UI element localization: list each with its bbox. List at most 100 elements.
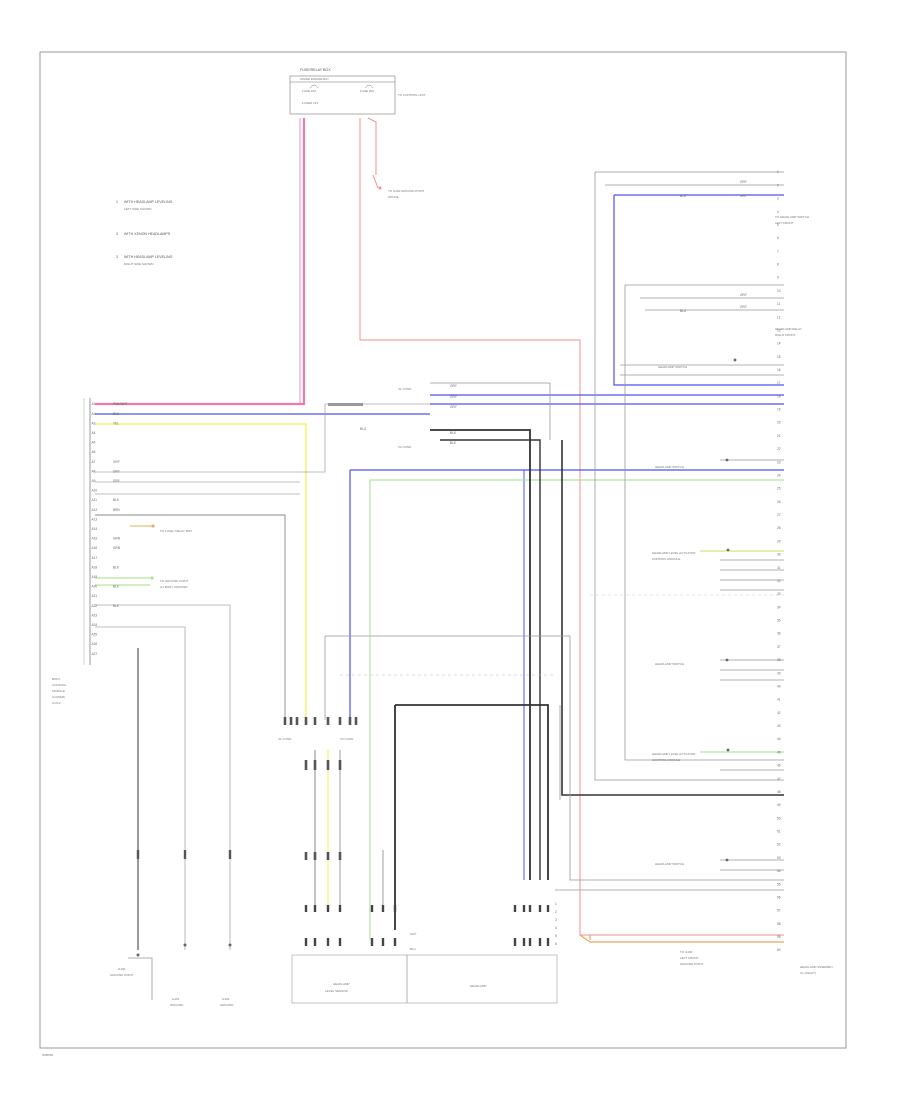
fuse-callout-dot — [151, 524, 155, 528]
right-top-connector-2: HEADLAMP RELAY RIGHT FRONT GRY BLU GRY — [680, 293, 802, 337]
right-pin-label: 32 — [777, 579, 781, 583]
right-callout-5: HEADLAMP LEVEL ACTUATOR — [652, 752, 696, 756]
bottom-module-1-label: HEADLAMP — [333, 982, 350, 986]
module-pin — [338, 938, 342, 946]
module-pin — [528, 905, 532, 912]
module-pin — [513, 905, 517, 912]
wires — [95, 117, 784, 950]
module-pin — [304, 938, 308, 946]
module-pin — [304, 905, 308, 912]
left-pin-label: A10 — [92, 489, 98, 493]
right-pin-label: 16 — [777, 368, 781, 372]
right-pin-label: 39 — [777, 671, 781, 675]
right-callout-3-sub: CONTROL MODULE — [652, 557, 680, 561]
left-pin-wire: BLK — [113, 604, 120, 608]
left-pin-label: A9 — [92, 479, 96, 483]
left-pin-label: A11 — [92, 498, 98, 502]
ground-3-label: G102 — [222, 997, 230, 1001]
right-top-1-wire-2: BLU — [680, 194, 687, 198]
right-top-1-sub: LEFT FRONT — [775, 221, 794, 225]
module-pin — [393, 938, 397, 946]
left-pin-label: A16 — [92, 546, 98, 550]
left-connector-label-1: BODY — [52, 677, 61, 681]
mid-conn-label-a: X1 CONN — [278, 737, 291, 741]
middle-connector: X1 CONN X2 CONN GRY GRY GRY BLU BLK BLK — [328, 384, 458, 449]
right-connector-sub: C1 (RIGHT) — [800, 971, 816, 975]
connector-cavity — [338, 852, 342, 860]
right-callout-3: HEADLAMP LEVEL ACTUATOR — [652, 551, 696, 555]
right-pin-label: 15 — [777, 355, 781, 359]
left-connector-label-3: MODULE — [52, 689, 65, 693]
legend-2-num: 2 — [116, 232, 118, 236]
left-pin-label: A15 — [92, 537, 98, 541]
orange-callout-label: TO G100 — [680, 950, 693, 954]
ground-2-label: G101 — [172, 997, 180, 1001]
module-pin — [522, 905, 526, 912]
left-pin-label: A13 — [92, 517, 98, 521]
module-pin — [522, 938, 526, 946]
right-pin-label: 20 — [777, 421, 781, 425]
left-pin-label: A17 — [92, 556, 98, 560]
ground-2-sub: GROUND — [170, 1003, 184, 1007]
right-connector-pins: 1234567891011121314151617181920212223242… — [777, 170, 781, 952]
left-pin-label: A27 — [92, 652, 98, 656]
module-pin — [381, 905, 385, 912]
bottom-pin-label: 4 — [555, 926, 557, 930]
left-pin-label: A6 — [92, 450, 96, 454]
right-pin-label: 8 — [777, 263, 779, 267]
right-pin-label: 19 — [777, 408, 781, 412]
right-pin-label: 46 — [777, 764, 781, 768]
right-top-connector-1: TO HEADLAMP SWITCH LEFT FRONT GRY BLU GR… — [680, 180, 809, 225]
ground-callout-dot — [150, 576, 154, 580]
orange-callout-sub: LEFT FRONT — [680, 956, 699, 960]
module-pin — [393, 905, 397, 912]
left-pin-label: A14 — [92, 527, 98, 531]
ground-ticks — [136, 850, 232, 859]
top-fuse-box: FUSE/RELAY BOX INSIDE ENGINE BAY FUSE 15… — [289, 68, 426, 115]
fuse-b-label: FUSE 20A — [360, 89, 374, 93]
legend-3-text: WITH HEADLAMP LEVELING — [124, 255, 173, 259]
right-connector: 1234567891011121314151617181920212223242… — [777, 170, 833, 975]
module-pin — [381, 938, 385, 946]
page-code: W05650 — [42, 1053, 54, 1057]
left-callout-ground: TO GROUND POINT — [160, 579, 188, 583]
orange-callout: TO G100 LEFT FRONT GROUND POINT — [680, 950, 704, 966]
left-pin-label: A8 — [92, 469, 96, 473]
middle-label-a: X1 CONN — [398, 387, 411, 391]
bottom-pin-label: 1 — [555, 902, 557, 906]
middle-wire-2: GRY — [450, 395, 458, 399]
right-pin-label: 44 — [777, 737, 781, 741]
right-pin-label: 33 — [777, 592, 781, 596]
ground-1-label: G100 — [118, 967, 126, 971]
middle-wire-6: BLK — [450, 441, 457, 445]
right-pin-label: 27 — [777, 513, 781, 517]
right-pin-label: 37 — [777, 645, 781, 649]
right-pin-label: 41 — [777, 698, 781, 702]
legend-1-sub: LEFT SIDE SHOWN — [124, 207, 151, 211]
right-pin-label: 45 — [777, 750, 781, 754]
right-pin-label: 29 — [777, 539, 781, 543]
left-pin-wire: GRN — [113, 546, 121, 550]
left-pin-label: A19 — [92, 575, 98, 579]
module-pin — [370, 905, 374, 912]
bottom-module-1-sub: LEVEL SENSOR — [325, 989, 349, 993]
right-pin-label: 4 — [777, 210, 779, 214]
right-pin-label: 17 — [777, 381, 781, 385]
left-pin-wire: GRN — [113, 537, 121, 541]
bottom-wire-label-1: GRY — [410, 932, 416, 936]
connector-cavity — [348, 717, 352, 725]
right-pin-label: 58 — [777, 922, 781, 926]
mid-connector-ticks — [283, 717, 358, 860]
bottom-wire-label-2: BLU — [410, 947, 416, 951]
bottom-module-1 — [291, 954, 408, 1004]
legend-3-num: 3 — [116, 255, 118, 259]
right-top-2-wire-1: GRY — [740, 293, 748, 297]
module-pin — [528, 938, 532, 946]
right-top-2-sub: RIGHT FRONT — [775, 333, 796, 337]
ground-cavity — [228, 850, 232, 859]
fuse-box-subtitle: INSIDE ENGINE BAY — [300, 77, 329, 81]
